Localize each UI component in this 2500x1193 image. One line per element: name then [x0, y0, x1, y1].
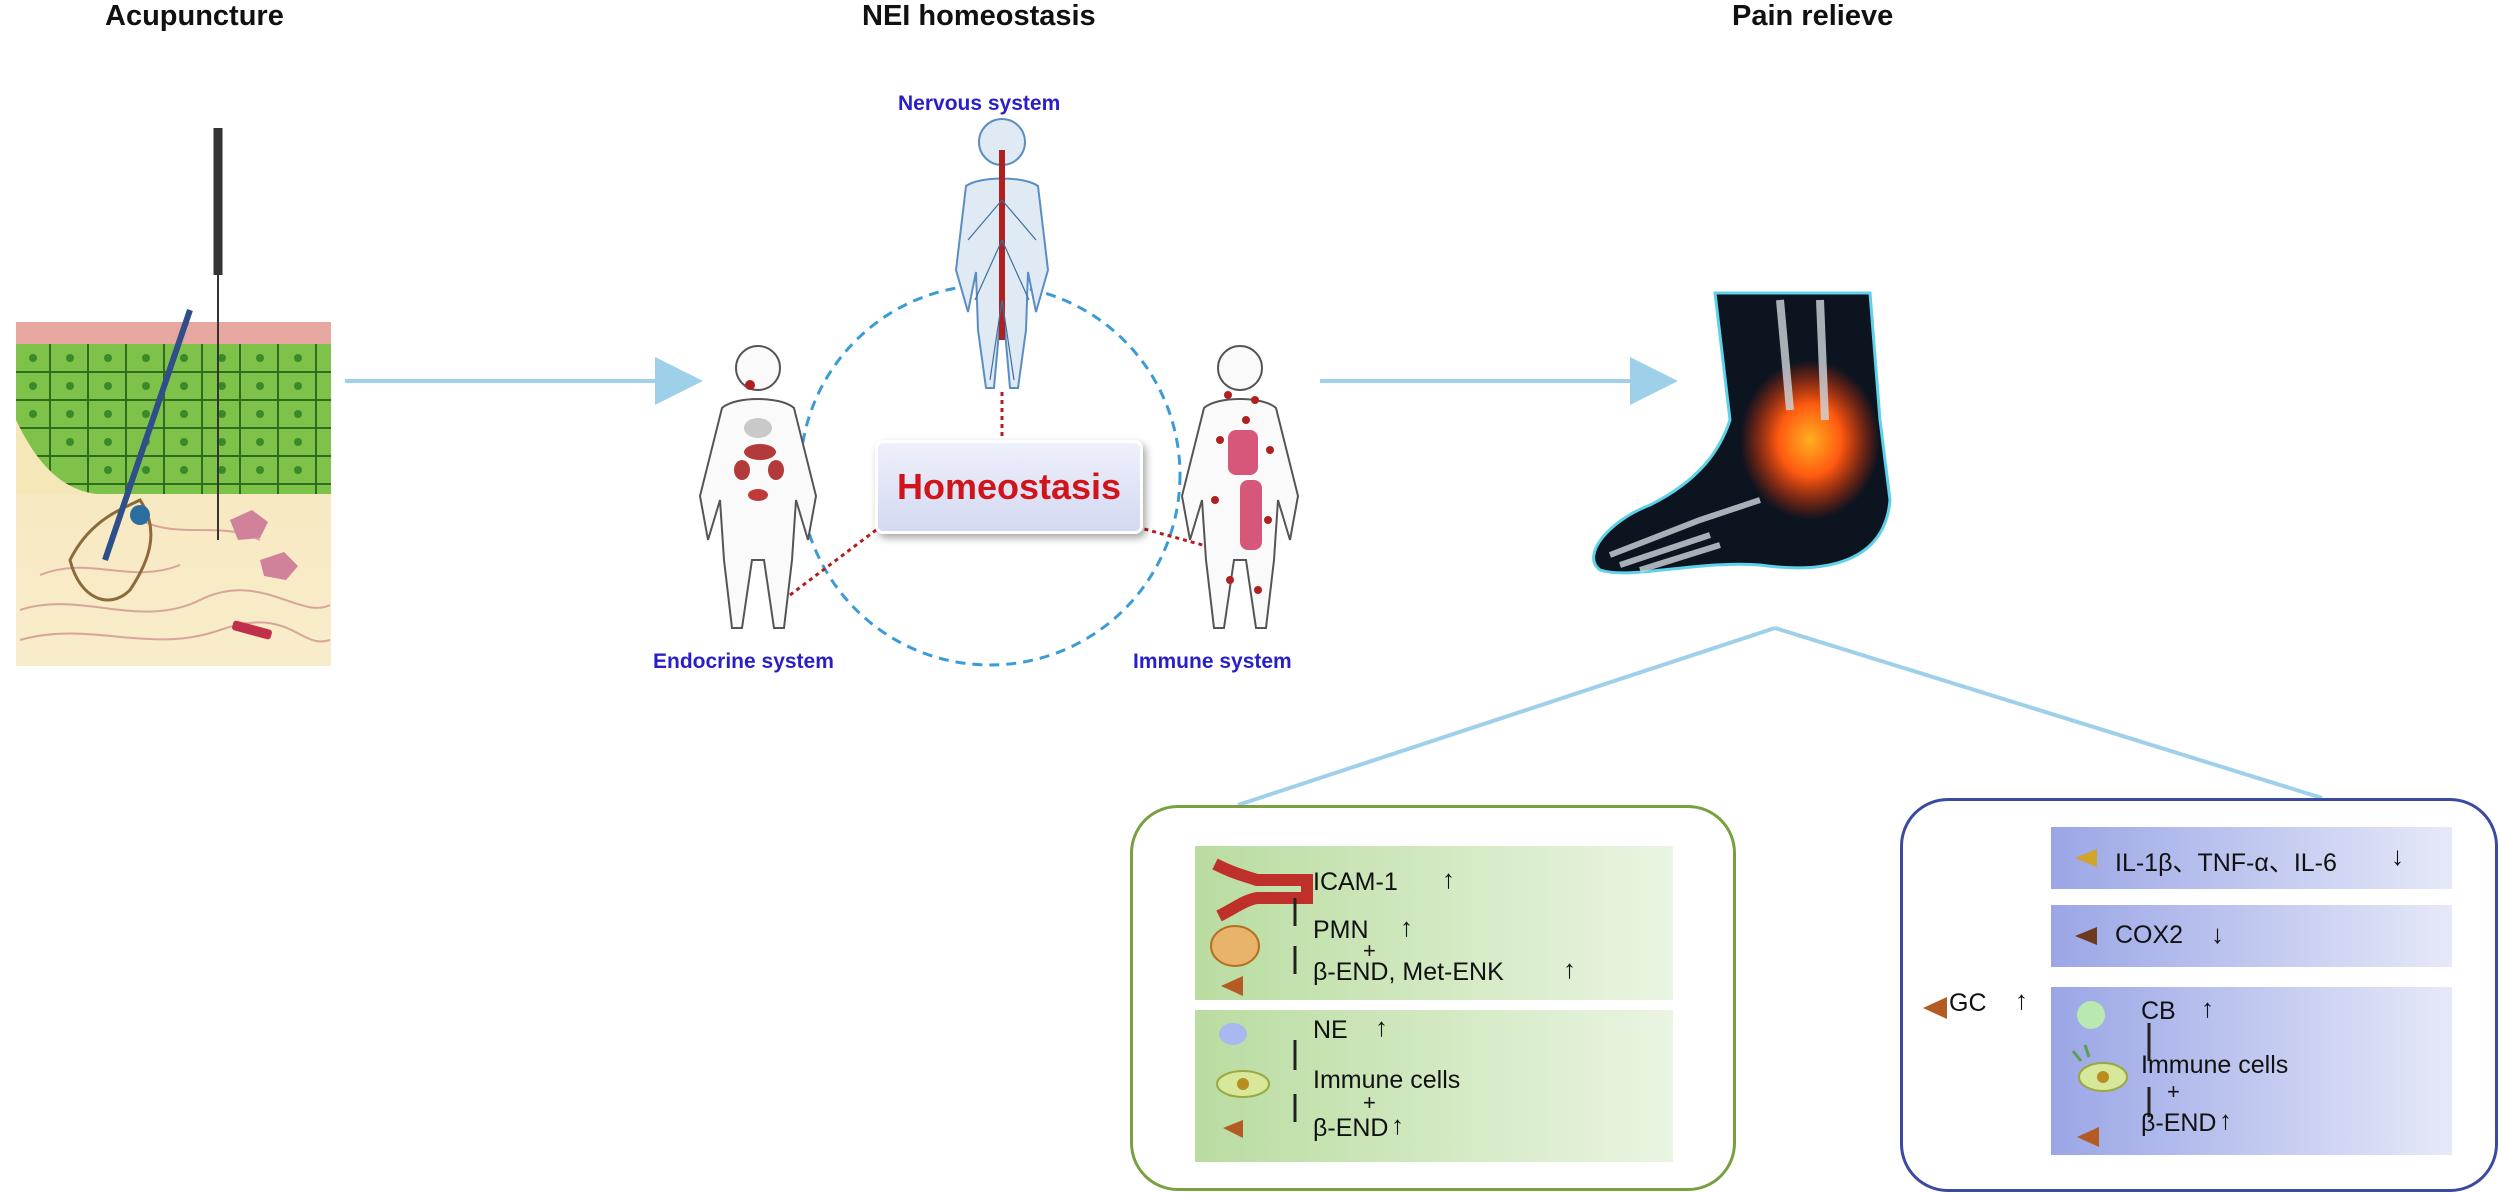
label-immune-cells-left: Immune cells [1313, 1066, 1460, 1095]
arrow-up-bend-1: ↑ [1563, 954, 1576, 985]
arrow-up-bend-3: ↑ [2219, 1105, 2232, 1136]
nervous-system-figure [956, 119, 1048, 388]
pmn-cell-icon [1211, 926, 1259, 966]
cb-molecule-icon [2077, 1001, 2105, 1029]
label-icam: ICAM-1 [1313, 868, 1398, 897]
group-ne-immune: NE ↑ Immune cells + β-END ↑ [1195, 1010, 1673, 1162]
triangle-icon [1221, 976, 1243, 996]
row-cytokines: IL-1β、TNF-α、IL-6 ↓ [2051, 827, 2452, 889]
ne-molecule-icon [1219, 1023, 1247, 1045]
cytokine-triangle-icon [2075, 849, 2097, 867]
label-endocrine-system: Endocrine system [653, 650, 834, 674]
triangle-icon-2 [1223, 1120, 1243, 1138]
label-immune-cells-right: Immune cells [2141, 1051, 2288, 1080]
label-pmn: PMN [1313, 916, 1369, 945]
triangle-icon-3 [2077, 1127, 2099, 1147]
label-plus-3: + [2167, 1079, 2180, 1105]
right-mechanism-panel: GC ↑ IL-1β、TNF-α、IL-6 ↓ COX2 ↓ CB ↑ Immu… [1900, 798, 2498, 1192]
foot-illustration [1594, 293, 1890, 573]
arrow-up-bend-2: ↑ [1391, 1110, 1404, 1141]
arrow-up-ne: ↑ [1375, 1012, 1388, 1043]
label-cox2: COX2 [2115, 921, 2183, 950]
arrow-up-gc: ↑ [2015, 985, 2028, 1016]
label-cb: CB [2141, 997, 2176, 1026]
connector-left [1238, 628, 1775, 805]
cox2-triangle-icon [2075, 927, 2097, 945]
label-bend-right: β-END [2141, 1109, 2217, 1138]
vessel-icon [1215, 864, 1307, 916]
label-nervous-system: Nervous system [898, 92, 1060, 116]
row-cox2: COX2 ↓ [2051, 905, 2452, 967]
group-icam-pmn: ICAM-1 ↑ PMN ↑ + β-END, Met-ENK ↑ [1195, 846, 1673, 1000]
label-plus-2: + [1363, 1090, 1376, 1116]
label-bend-metenk: β-END, Met-ENK [1313, 958, 1504, 987]
nerve-ending [130, 505, 150, 525]
arrow-down-cox2: ↓ [2211, 919, 2224, 950]
arrow-down-cytokines: ↓ [2391, 841, 2404, 872]
immune-system-figure [1182, 346, 1298, 628]
homeostasis-box: Homeostasis [875, 440, 1143, 534]
arrow-up-icam: ↑ [1442, 864, 1455, 895]
label-bend-left: β-END [1313, 1114, 1389, 1143]
group-cb-immune: CB ↑ Immune cells + β-END ↑ [2051, 987, 2452, 1155]
gc-triangle-icon [1923, 997, 1947, 1019]
label-immune-system: Immune system [1133, 650, 1292, 674]
arrow-up-pmn: ↑ [1400, 912, 1413, 943]
connector-right [1775, 628, 2322, 798]
arrow-up-cb: ↑ [2201, 993, 2214, 1024]
label-gc: GC [1949, 989, 1987, 1018]
skin-section-illustration [16, 128, 331, 666]
left-mechanism-panel: ICAM-1 ↑ PMN ↑ + β-END, Met-ENK ↑ NE ↑ I… [1130, 805, 1736, 1191]
endocrine-system-figure [700, 346, 816, 628]
label-ne: NE [1313, 1016, 1348, 1045]
label-cytokines: IL-1β、TNF-α、IL-6 [2115, 843, 2337, 879]
